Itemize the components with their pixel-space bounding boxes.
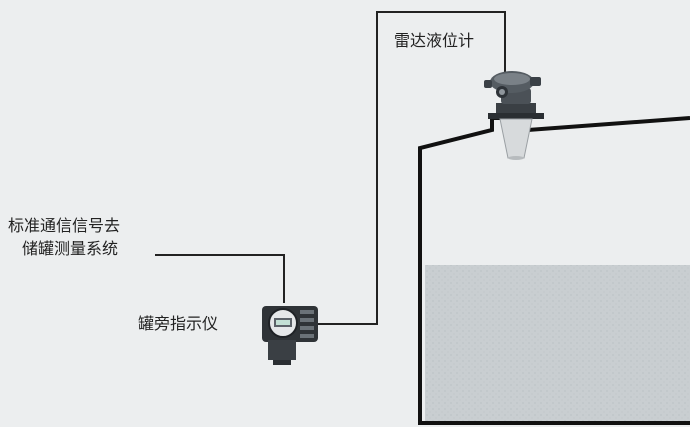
standard-signal-label-line1: 标准通信信号去 <box>8 216 121 235</box>
tank-side-indicator-icon <box>262 306 318 365</box>
signal-cable <box>316 11 506 325</box>
radar-level-gauge-label: 雷达液位计 <box>394 31 475 50</box>
output-signal-cable <box>155 254 285 303</box>
standard-signal-label-line2: 储罐测量系统 <box>22 239 119 258</box>
radar-level-gauge-icon <box>484 71 544 160</box>
tank-liquid <box>425 265 690 423</box>
tank-side-indicator-label: 罐旁指示仪 <box>138 314 219 333</box>
